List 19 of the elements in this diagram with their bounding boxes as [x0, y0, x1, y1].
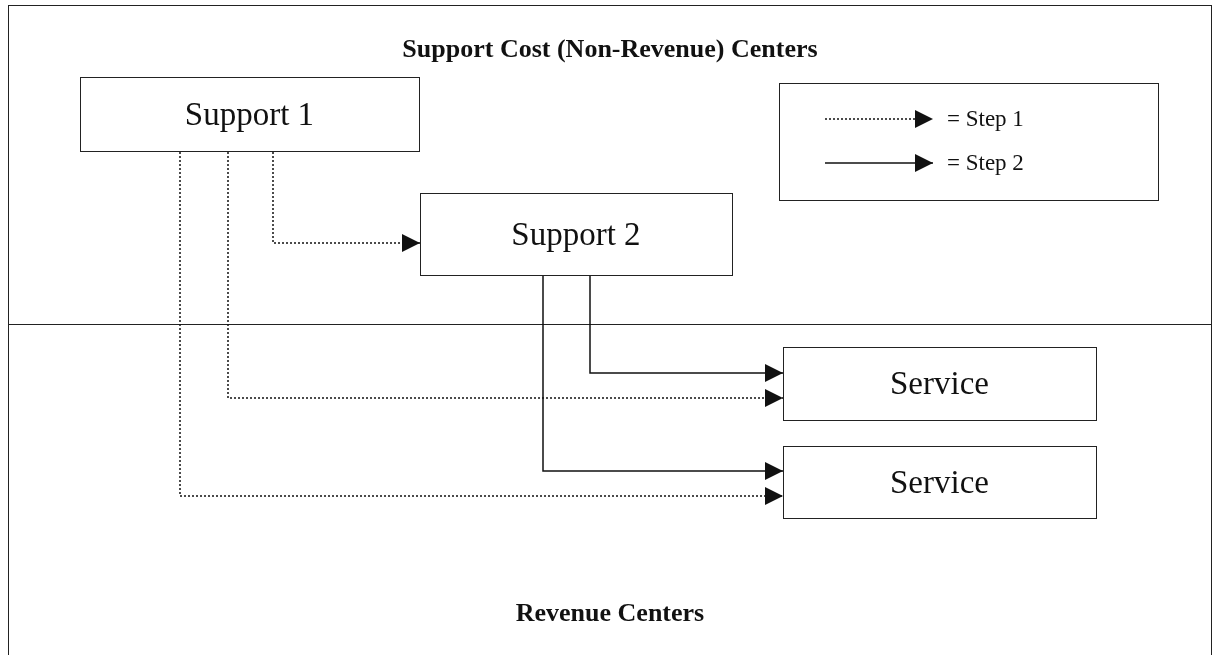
arrow: [227, 151, 784, 407]
process-box: [782, 346, 1097, 421]
arrow: [589, 275, 784, 382]
box-label: Service: [890, 365, 989, 402]
arrow: [179, 151, 784, 505]
legend-label: = Step 2: [947, 150, 1024, 176]
region-band: [8, 5, 1212, 325]
box-label: Support 1: [184, 95, 315, 133]
box-label: Service: [890, 463, 989, 501]
process-box: [419, 192, 733, 276]
region-band: [8, 325, 1212, 655]
arrow: [272, 151, 421, 252]
region-heading: Revenue Centers: [514, 598, 706, 628]
legend-label: = Step 1: [947, 106, 1024, 132]
region-heading: Support Cost (Non-Revenue) Centers: [401, 34, 819, 64]
process-box: [782, 445, 1097, 519]
box-label: Support 2: [511, 215, 641, 253]
process-box: [79, 76, 420, 152]
arrow: [542, 275, 784, 480]
